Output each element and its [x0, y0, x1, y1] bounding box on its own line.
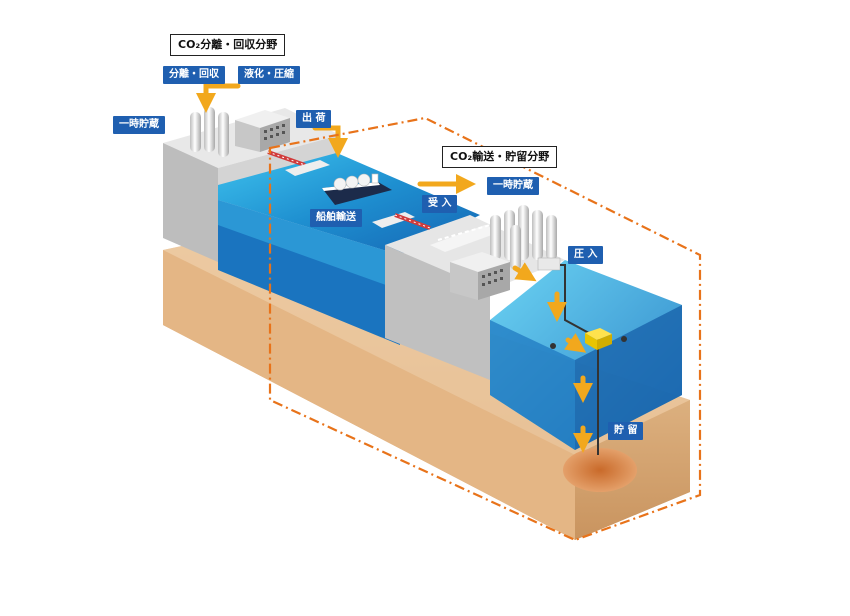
arrow-to-injection [512, 262, 537, 282]
shipping-channel [218, 150, 480, 345]
transport-field-title: CO₂輸送・貯留分野 [442, 146, 558, 168]
capture-field-title: CO₂分離・回収分野 [170, 34, 286, 56]
right-plant-building [450, 252, 561, 300]
left-loading-arm [267, 150, 330, 176]
reservoir [563, 448, 637, 492]
right-loading-arm [372, 212, 431, 230]
separation-tag: 分離・回収 [163, 66, 225, 84]
arrow-to-platform [564, 333, 587, 353]
receiving-tag: 受 入 [422, 195, 458, 213]
offshore-sea [490, 260, 682, 450]
arrow-to-shipping [312, 125, 348, 158]
lco2-ship [322, 173, 392, 205]
liquefaction-tag: 液化・圧縮 [238, 66, 300, 84]
storage-tag: 貯 留 [608, 422, 644, 440]
ship-transport-tag: 船舶輸送 [310, 209, 362, 227]
transport-storage-boundary [268, 116, 702, 542]
seabed-creatures [550, 336, 627, 349]
left-plant-building [235, 110, 290, 152]
arrow-to-temp-storage [196, 83, 241, 113]
flow-arrows [196, 83, 593, 453]
injection-tag: 圧 入 [568, 246, 604, 264]
left-storage-tanks [190, 107, 229, 157]
shipping-out-tag: 出 荷 [296, 110, 332, 128]
right-storage-tanks [490, 205, 557, 270]
temp-storage-right-tag: 一時貯蔵 [487, 177, 539, 195]
temp-storage-left-tag: 一時貯蔵 [113, 116, 165, 134]
